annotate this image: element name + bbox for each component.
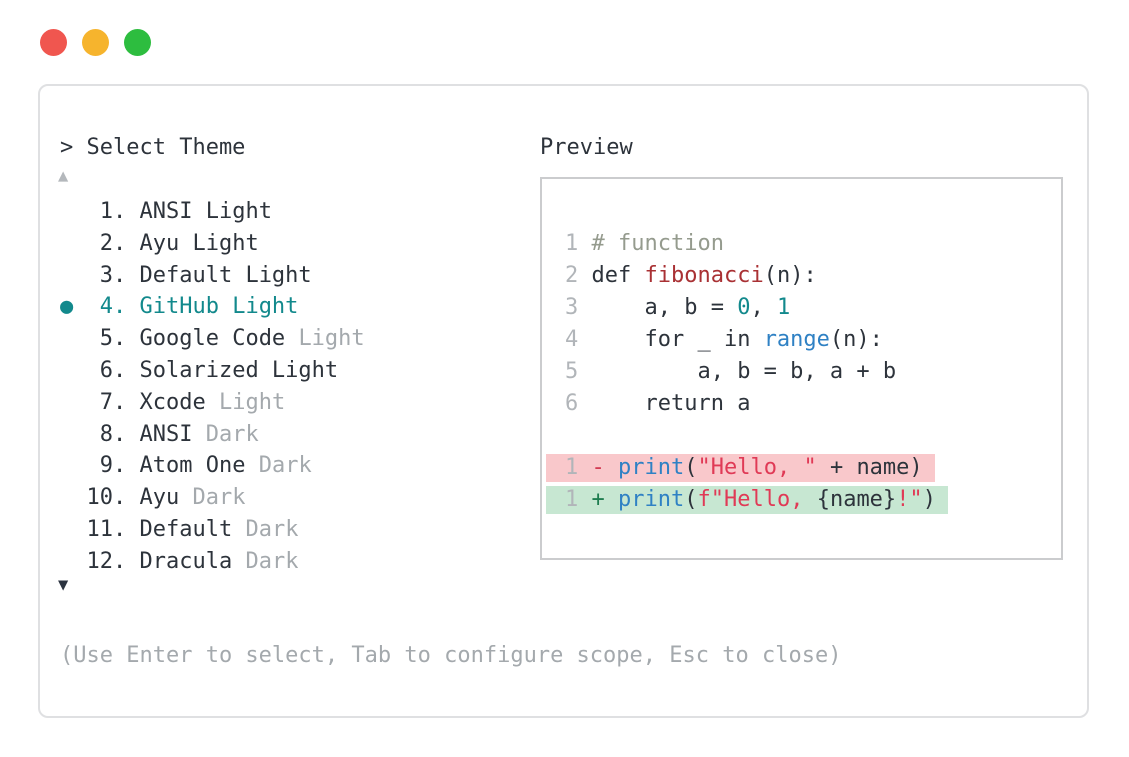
code-token: 0 bbox=[737, 295, 751, 320]
theme-item[interactable]: 11. Default Dark bbox=[60, 514, 365, 546]
code-line: 6 return a bbox=[565, 388, 948, 420]
code-token: 1 bbox=[776, 295, 791, 320]
theme-item[interactable]: 1. ANSI Light bbox=[60, 196, 365, 228]
line-number: 1 bbox=[565, 487, 592, 512]
item-label: Atom One bbox=[139, 453, 259, 479]
item-number: 12. bbox=[86, 548, 140, 574]
line-number: 1 bbox=[565, 455, 592, 480]
code-token: + bbox=[591, 487, 618, 512]
item-label: Default Light bbox=[139, 262, 312, 288]
item-label: Dark bbox=[192, 485, 246, 511]
item-number: 8. bbox=[86, 421, 140, 447]
line-number: 4 bbox=[565, 327, 592, 352]
code-token: def bbox=[591, 263, 645, 288]
item-number: 10. bbox=[86, 485, 140, 511]
scroll-down-icon[interactable]: ▼ bbox=[58, 575, 69, 595]
line-number: 5 bbox=[565, 359, 592, 384]
item-number: 5. bbox=[86, 326, 140, 352]
theme-item[interactable]: ● 4. GitHub Light bbox=[60, 291, 365, 323]
code-token: a, b = b, a + b bbox=[591, 359, 897, 384]
selected-bullet: ● bbox=[60, 294, 87, 320]
code-line: 4 for _ in range(n): bbox=[565, 324, 948, 356]
item-label: ANSI bbox=[139, 421, 206, 447]
item-label: Google Code bbox=[139, 326, 299, 352]
item-label: Dark bbox=[245, 516, 299, 542]
theme-item[interactable]: 5. Google Code Light bbox=[60, 323, 365, 355]
diff-removed-line: 1 - print("Hello, " + name) bbox=[546, 452, 948, 484]
code-token: !" bbox=[896, 487, 923, 512]
item-label: Solarized Light bbox=[139, 357, 339, 383]
line-number: 6 bbox=[565, 391, 592, 416]
item-number: 7. bbox=[86, 389, 140, 415]
code-token: (n): bbox=[763, 263, 817, 288]
code-token: a, b = bbox=[591, 295, 738, 320]
code-token: , bbox=[750, 295, 777, 320]
code-token: fibonacci bbox=[644, 263, 764, 288]
code-token: print bbox=[618, 455, 685, 480]
theme-item[interactable]: 6. Solarized Light bbox=[60, 355, 365, 387]
code-line: 3 a, b = 0, 1 bbox=[565, 292, 948, 324]
close-light[interactable] bbox=[40, 29, 67, 56]
code-token: {name} bbox=[816, 487, 897, 512]
theme-item[interactable]: 8. ANSI Dark bbox=[60, 419, 365, 451]
theme-item[interactable]: 12. Dracula Dark bbox=[60, 546, 365, 578]
item-label: GitHub Light bbox=[139, 294, 299, 320]
item-label: Dark bbox=[245, 548, 299, 574]
window-controls bbox=[40, 29, 151, 56]
item-label: Dracula bbox=[139, 548, 246, 574]
item-number: 9. bbox=[86, 453, 140, 479]
code-token: "Hello, " bbox=[697, 455, 817, 480]
diff-added-line: 1 + print(f"Hello, {name}!") bbox=[546, 484, 948, 516]
theme-item[interactable]: 7. Xcode Light bbox=[60, 387, 365, 419]
item-number: 4. bbox=[86, 294, 140, 320]
code-token: + name) bbox=[816, 455, 923, 480]
item-number: 11. bbox=[86, 516, 140, 542]
code-token: # function bbox=[591, 231, 724, 256]
code-token: for _ in bbox=[591, 327, 764, 352]
code-line: 2 def fibonacci(n): bbox=[565, 260, 948, 292]
item-label: Dark bbox=[258, 453, 312, 479]
item-label: Ayu bbox=[139, 485, 193, 511]
code-token: f"Hello, bbox=[697, 487, 817, 512]
theme-item[interactable]: 3. Default Light bbox=[60, 260, 365, 292]
line-number: 3 bbox=[565, 295, 592, 320]
code-line: 5 a, b = b, a + b bbox=[565, 356, 948, 388]
code-token: return a bbox=[591, 391, 751, 416]
item-label: Dark bbox=[205, 421, 259, 447]
item-label: ANSI Light bbox=[139, 199, 272, 224]
item-number: 6. bbox=[86, 357, 140, 383]
theme-item[interactable]: 10. Ayu Dark bbox=[60, 482, 365, 514]
code-token: ) bbox=[922, 487, 936, 512]
item-number: 2. bbox=[86, 230, 140, 256]
maximize-light[interactable] bbox=[124, 29, 151, 56]
item-label: Ayu Light bbox=[139, 230, 259, 256]
theme-item[interactable]: 9. Atom One Dark bbox=[60, 450, 365, 482]
code-token: ( bbox=[684, 455, 698, 480]
line-number: 1 bbox=[565, 231, 592, 256]
item-label: Default bbox=[139, 516, 246, 542]
help-text: (Use Enter to select, Tab to configure s… bbox=[60, 643, 842, 668]
theme-picker-panel: > Select Theme ▲ 1. ANSI Light 2. Ayu Li… bbox=[38, 84, 1089, 718]
code-token: (n): bbox=[829, 327, 883, 352]
item-label: Light bbox=[298, 326, 365, 352]
code-line: 1 # function bbox=[565, 228, 948, 260]
preview-title: Preview bbox=[540, 135, 633, 160]
code-token: range bbox=[763, 327, 830, 352]
code-line bbox=[565, 420, 948, 452]
item-label: Xcode bbox=[139, 389, 219, 415]
code-token: print bbox=[618, 487, 685, 512]
minimize-light[interactable] bbox=[82, 29, 109, 56]
prompt: > Select Theme bbox=[60, 135, 246, 160]
theme-list: 1. ANSI Light 2. Ayu Light 3. Default Li… bbox=[60, 196, 365, 578]
item-number: 1. bbox=[86, 199, 140, 224]
code-token: ( bbox=[684, 487, 698, 512]
code-token: - bbox=[591, 455, 618, 480]
item-label: Light bbox=[218, 389, 286, 415]
theme-item[interactable]: 2. Ayu Light bbox=[60, 228, 365, 260]
item-number: 3. bbox=[86, 262, 140, 288]
scroll-up-icon[interactable]: ▲ bbox=[58, 166, 69, 186]
line-number: 2 bbox=[565, 263, 592, 288]
